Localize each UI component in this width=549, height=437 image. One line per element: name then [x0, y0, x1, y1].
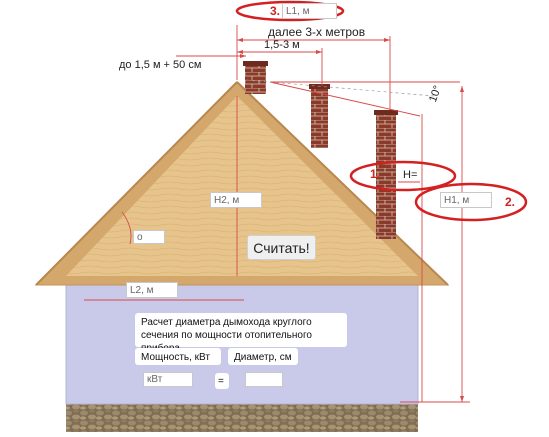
calculate-button[interactable]: Считать!	[247, 235, 316, 260]
annotation-ring-1	[349, 160, 457, 192]
power-label: Мощность, кВт	[135, 348, 221, 365]
l2-input[interactable]: L2, м	[126, 282, 178, 298]
chimney-2	[311, 88, 328, 148]
beyond-3m-label: далее 3-х метров	[268, 25, 366, 39]
h-equals-label: H=	[403, 169, 418, 181]
chimney-1	[245, 64, 266, 94]
equals-sign: =	[215, 373, 229, 389]
l1-input[interactable]: L1, м	[282, 3, 337, 19]
foundation	[66, 404, 418, 432]
calculator-title: Расчет диаметра дымохода круглого сечени…	[135, 313, 347, 354]
annotation-ring-3	[235, 0, 345, 22]
h2-input[interactable]: H2, м	[210, 192, 262, 208]
chimney-3	[376, 114, 396, 239]
h1-input[interactable]: H1, м	[440, 192, 492, 208]
power-input[interactable]: кВт	[143, 372, 193, 387]
annotation-ring-2	[414, 182, 528, 222]
marker-3: 3.	[270, 4, 281, 18]
range-1-5-3m-label: 1,5-3 м	[264, 39, 300, 51]
angle-input[interactable]: о	[133, 230, 165, 244]
marker-1: 1.	[370, 167, 381, 181]
up-to-1-5m-label: до 1,5 м + 50 см	[119, 59, 202, 71]
diameter-output	[245, 372, 283, 387]
marker-2: 2.	[505, 195, 516, 209]
diameter-label: Диаметр, см	[228, 348, 298, 365]
